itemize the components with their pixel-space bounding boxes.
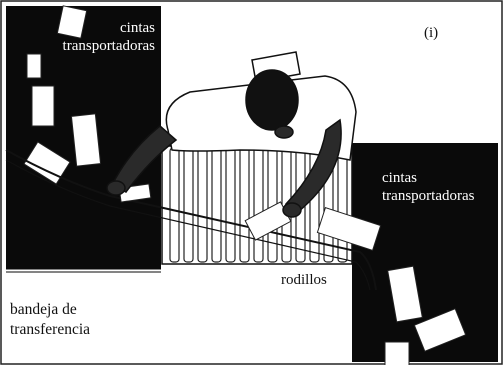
- label-line: transferencia: [10, 320, 91, 338]
- worker-ear: [274, 125, 294, 139]
- label-transfer-tray: bandeja de transferencia: [10, 300, 90, 340]
- label-line: transportadoras: [382, 187, 475, 204]
- letter: [413, 308, 467, 352]
- letters-left: [23, 5, 102, 185]
- label-conveyor-belts-left: cintas transportadoras: [63, 20, 155, 55]
- worker-head: [245, 69, 299, 131]
- letter: [387, 265, 423, 323]
- worker-right-hand: [282, 202, 302, 218]
- panel-label: (i): [424, 25, 439, 41]
- worker-left-arm: [110, 125, 178, 193]
- label-line: transportadoras: [62, 37, 155, 54]
- letter: [23, 141, 71, 185]
- worker-left-hand: [106, 180, 126, 196]
- transfer-tray: [5, 149, 377, 291]
- label-line: bandeja de: [10, 301, 77, 318]
- label-conveyor-belts-right: cintas transportadoras: [382, 170, 474, 205]
- letter: [316, 207, 382, 251]
- letter: [56, 5, 88, 39]
- label-rollers: rodillos: [281, 272, 327, 288]
- letter: [26, 53, 42, 79]
- letter: [31, 85, 55, 127]
- letters-right: [384, 265, 467, 365]
- label-line: cintas: [120, 20, 155, 36]
- label-line: cintas: [382, 170, 417, 186]
- worker-figure: [106, 51, 357, 218]
- letter: [70, 113, 102, 167]
- letters-on-rollers: [118, 183, 382, 251]
- letter: [384, 341, 410, 365]
